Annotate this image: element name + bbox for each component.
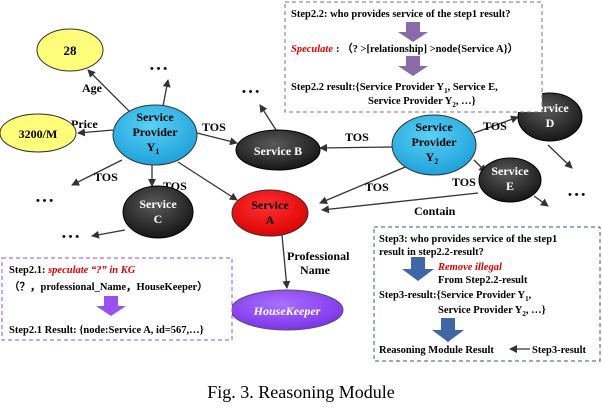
- edge-b-dots: [259, 104, 277, 131]
- ellipsis-service-e: • • •: [568, 189, 585, 201]
- label-tos-p2-b: TOS: [345, 130, 369, 144]
- step3-arrow-2: [432, 318, 464, 342]
- label-contain: Contain: [414, 204, 456, 218]
- service-c-line1: Service: [139, 197, 177, 211]
- node-service-a: Service A: [231, 189, 309, 237]
- figure-caption: Fig. 3. Reasoning Module: [207, 382, 395, 402]
- node-service-c: Service C: [122, 185, 194, 239]
- price-value-text: 3200/M: [19, 127, 58, 141]
- step22-result-line2: Service Provider Y2, …}: [368, 96, 476, 109]
- service-d-line2: D: [546, 116, 555, 130]
- edge-tos-p1-b: [196, 132, 238, 146]
- label-tos-p2-e: TOS: [452, 175, 476, 189]
- edge-contain: [321, 192, 479, 214]
- provider2-line3: Y2: [426, 150, 439, 166]
- step3-result-line1: Step3-result:{Service Provider Y1,: [379, 290, 532, 303]
- provider1-line3: Y1: [147, 140, 160, 156]
- node-housekeeper: HouseKeeper: [230, 289, 344, 331]
- edge-p1-dots-top: [162, 79, 171, 107]
- step22-arrow-2: [398, 56, 428, 76]
- edge-labels: Age Price TOS TOS TOS TOS TOS TOS TOS Co…: [71, 81, 507, 277]
- service-a-line1: Service: [251, 198, 289, 212]
- step3-question-line1: Step3: who provides service of the step1: [379, 234, 557, 245]
- service-a-line2: A: [266, 213, 275, 227]
- edges: [71, 69, 573, 289]
- ellipsis-left-provider1: • • •: [36, 195, 53, 207]
- step3-box: Step3: who provides service of the step1…: [373, 226, 601, 362]
- step21-box: Step2.1: speculate “?” in KG （？，professi…: [1, 257, 233, 341]
- ellipsis-service-b: • • •: [242, 86, 259, 98]
- node-price-value: 3200/M: [0, 113, 77, 153]
- step3-question-line2: result in step2.2-result?: [379, 247, 484, 258]
- label-tos-p2-a: TOS: [365, 180, 389, 194]
- step21-line1: Step2.1: speculate “?” in KG: [9, 265, 136, 276]
- step21-result: Step2.1 Result: {node:Service A, id=567,…: [9, 325, 204, 336]
- step22-arrow-1: [398, 22, 428, 42]
- ellipsis-group: • • • • • • • • • • • • • • •: [36, 63, 585, 243]
- label-price: Price: [71, 117, 98, 131]
- edge-professional-name: [281, 234, 291, 289]
- service-e-line2: E: [506, 179, 514, 193]
- edge-tos-p2-d: [473, 115, 519, 134]
- edge-tos-p1-a: [177, 161, 238, 201]
- provider1-line1: Service: [136, 110, 174, 124]
- edge-c-dots: [91, 229, 126, 239]
- node-service-provider-y1: Service Provider Y1: [112, 104, 198, 166]
- node-age-value: 28: [36, 28, 104, 72]
- step22-question: Step2.2: who provides service of the ste…: [291, 9, 511, 20]
- step21-arrow: [96, 296, 126, 316]
- node-service-provider-y2: Service Provider Y2: [391, 114, 477, 176]
- edge-tos-p2-b: [319, 143, 395, 152]
- provider1-line2: Provider: [132, 125, 178, 139]
- label-name: Name: [300, 263, 331, 277]
- step21-line2: （？，professional_Name，HouseKeeper）: [9, 280, 208, 293]
- edge-price: [77, 128, 114, 137]
- ellipsis-service-c: • • •: [62, 231, 79, 243]
- node-service-b: Service B: [235, 129, 321, 171]
- service-e-line1: Service: [491, 164, 529, 178]
- ellipsis-top-provider1: • • •: [150, 63, 167, 75]
- housekeeper-text: HouseKeeper: [253, 304, 321, 318]
- service-c-line2: C: [154, 212, 163, 226]
- step3-remove-illegal: Remove illegal: [437, 262, 502, 273]
- label-age: Age: [82, 81, 103, 95]
- label-professional: Professional: [287, 249, 350, 263]
- step22-box: Step2.2: who provides service of the ste…: [284, 1, 543, 113]
- step22-result-line1: Step2.2 result:{Service Provider Y1, Ser…: [291, 82, 498, 95]
- service-b-text: Service B: [254, 144, 302, 158]
- node-service-e: Service E: [478, 157, 542, 203]
- age-value-text: 28: [64, 43, 78, 58]
- provider2-line2: Provider: [411, 135, 457, 149]
- step3-from: From Step2.2-result: [438, 275, 528, 286]
- step3-reasoning-result: Reasoning Module Result: [379, 345, 494, 356]
- edge-e-dots: [533, 195, 549, 207]
- step3-arrow-1: [402, 257, 434, 281]
- provider2-line1: Service: [415, 120, 453, 134]
- edge-tos-p2-a: [319, 164, 411, 204]
- step22-speculate: Speculate: （? >[relationship] >node{Serv…: [291, 42, 518, 55]
- label-tos-p1-b: TOS: [202, 120, 226, 134]
- step3-step3-result: Step3-result: [532, 345, 587, 356]
- label-tos-p2-d: TOS: [483, 119, 507, 133]
- edge-d-dots: [547, 144, 573, 169]
- edge-age: [87, 69, 134, 116]
- edge-p1-dots-left: [71, 159, 123, 186]
- label-tos-p1-c: TOS: [94, 170, 118, 184]
- step3-result-line2: Service Provider Y2, …}: [438, 305, 546, 318]
